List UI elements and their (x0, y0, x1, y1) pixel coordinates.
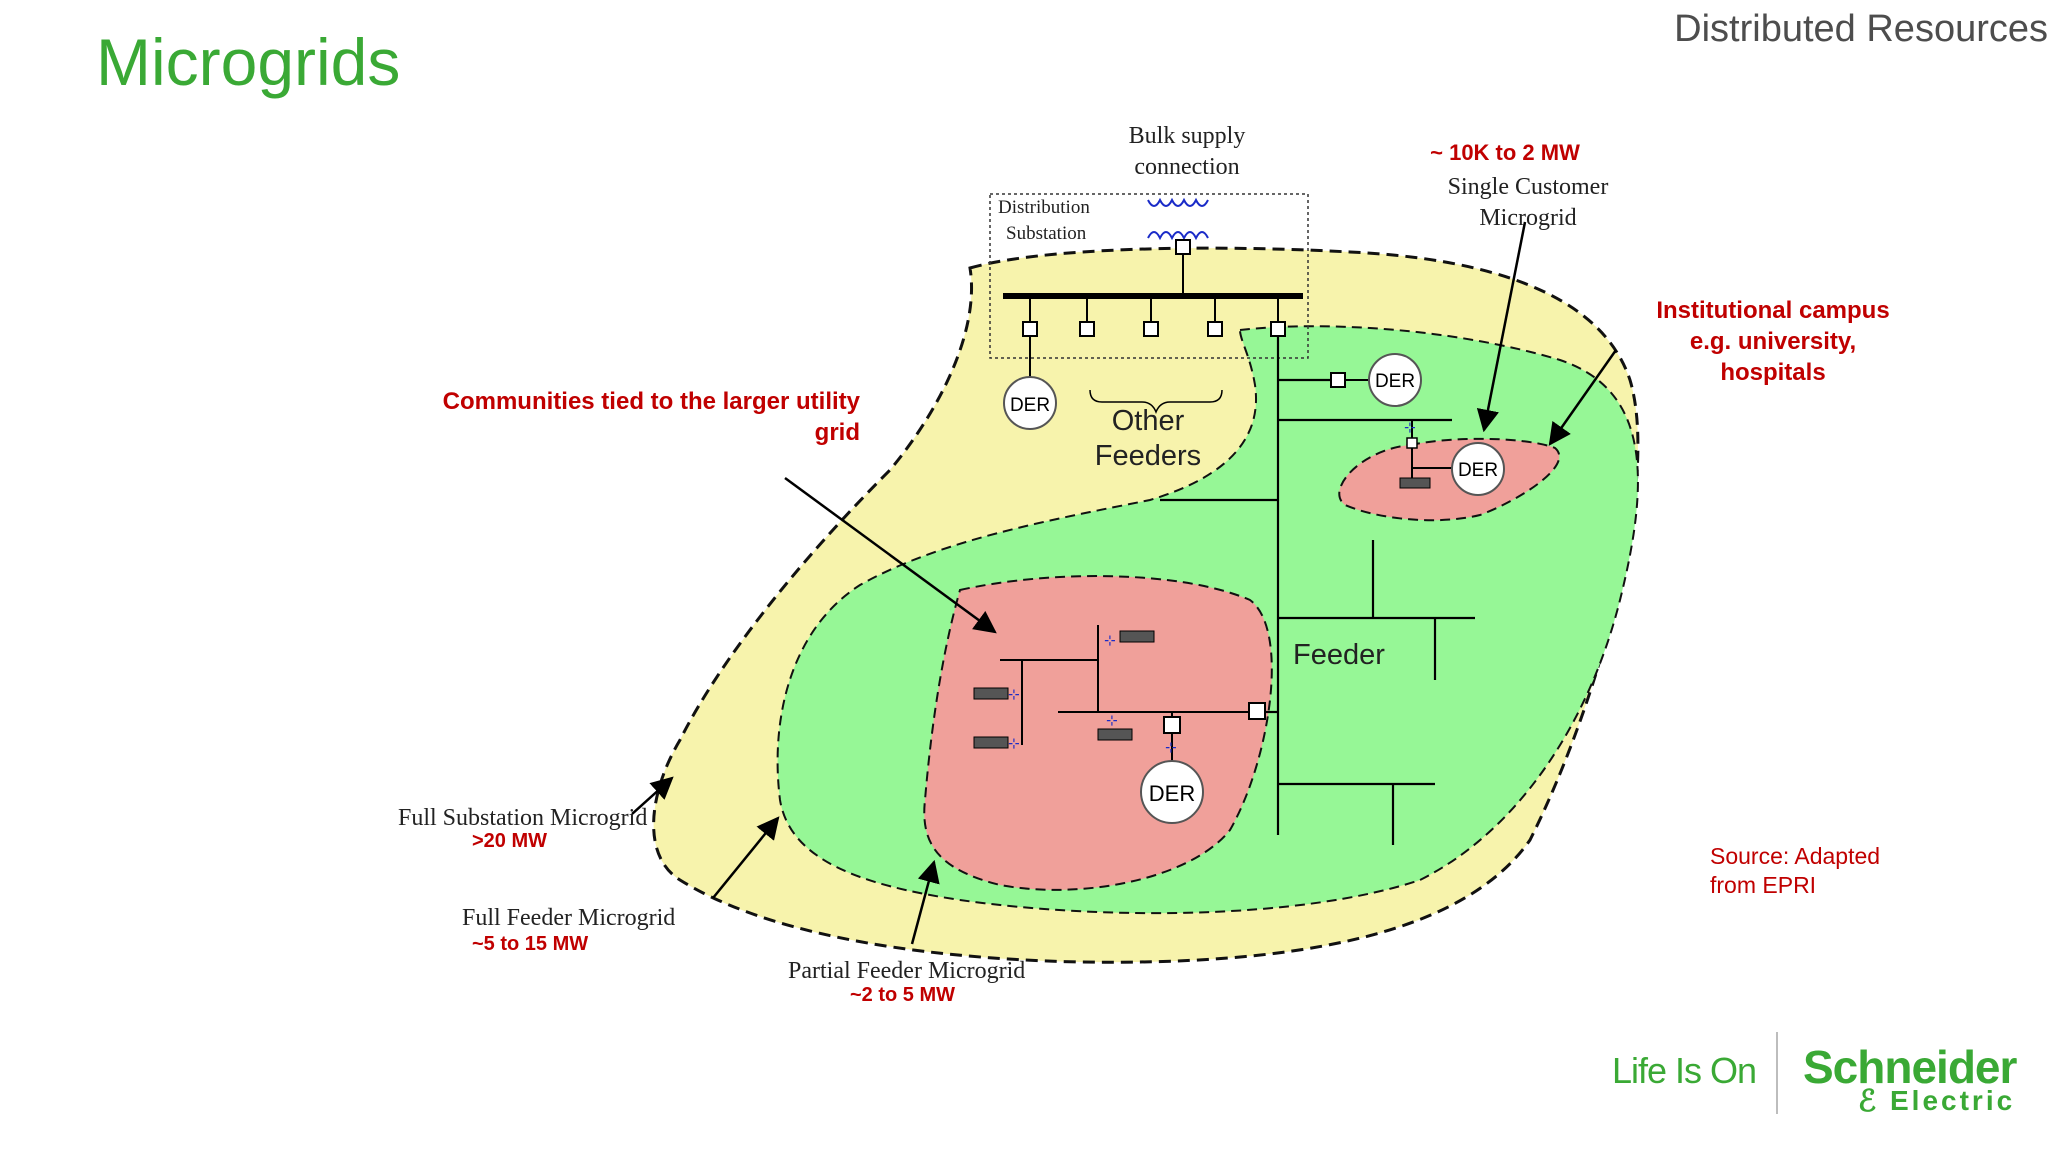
footer-divider (1776, 1032, 1778, 1114)
svg-text:⊹: ⊹ (1008, 687, 1020, 703)
svg-text:⊹: ⊹ (1404, 420, 1416, 436)
der-single-customer: DER (1451, 442, 1505, 496)
single-customer-size: ~ 10K to 2 MW (1430, 140, 1580, 165)
brand-leaf-icon: ℰ (1858, 1085, 1877, 1118)
substation-box (989, 193, 1309, 359)
svg-text:hospitals: hospitals (1720, 359, 1825, 386)
institutional-label: Institutional campus (1656, 297, 1889, 324)
communities-label: Communities tied to the larger utility (443, 388, 861, 415)
svg-text:DER: DER (1149, 781, 1195, 806)
full-feeder-size: ~5 to 15 MW (472, 933, 588, 955)
full-substation-label: Full Substation Microgrid (398, 805, 647, 831)
svg-text:grid: grid (815, 419, 860, 446)
svg-text:DER: DER (1010, 395, 1050, 416)
section-title: Distributed Resources (1674, 8, 2048, 50)
der-substation: DER (1003, 376, 1057, 430)
feeder-label: Feeder (1293, 639, 1385, 671)
brand-name: Schneider (1803, 1041, 2017, 1093)
slide-title: Microgrids (96, 25, 401, 99)
der-feeder: DER (1368, 353, 1422, 407)
bulk-supply-label: Bulk supply (1129, 123, 1246, 149)
der-partial-feeder: DER (1140, 760, 1204, 824)
full-substation-size: >20 MW (472, 830, 547, 852)
load-icons: ⊹ ⊹ ⊹ ⊹ (973, 630, 1155, 752)
svg-text:⊹: ⊹ (1008, 736, 1020, 752)
transformer-icon (1147, 197, 1209, 241)
svg-text:connection: connection (1134, 154, 1239, 180)
other-feeders-label: Other (1112, 405, 1185, 437)
svg-text:Microgrid: Microgrid (1479, 205, 1576, 231)
svg-text:⊹: ⊹ (1106, 713, 1118, 729)
partial-feeder-size: ~2 to 5 MW (850, 984, 955, 1006)
full-feeder-label: Full Feeder Microgrid (462, 905, 675, 931)
svg-text:Feeders: Feeders (1095, 440, 1201, 472)
svg-text:e.g. university,: e.g. university, (1690, 328, 1856, 355)
svg-text:Substation: Substation (1006, 223, 1087, 244)
svg-text:⊹: ⊹ (1104, 633, 1116, 649)
source-note: Source: Adapted from EPRI (1710, 843, 1881, 898)
brand-subname: Electric (1890, 1085, 2016, 1116)
svg-text:DER: DER (1458, 460, 1498, 481)
single-customer-label: Single Customer (1448, 174, 1609, 200)
svg-text:DER: DER (1375, 371, 1415, 392)
footer-tagline: Life Is On (1612, 1050, 1757, 1091)
svg-text:⊹: ⊹ (1165, 740, 1177, 756)
single-customer-zone (1338, 437, 1561, 522)
substation-label: Distribution (998, 197, 1090, 218)
partial-feeder-label: Partial Feeder Microgrid (788, 958, 1025, 984)
